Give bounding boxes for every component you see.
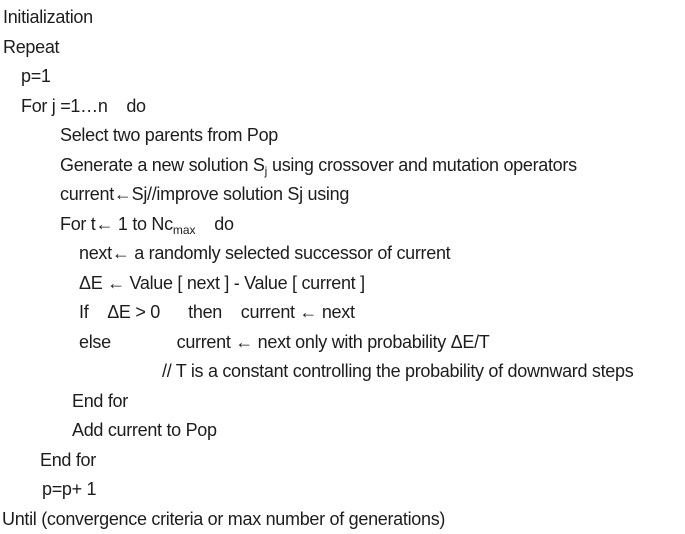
code-line: next← a randomly selected successor of c… [0, 239, 685, 269]
code-text: Initialization [3, 7, 93, 27]
code-line: For j =1…n do [0, 92, 685, 122]
code-line: p=p+ 1 [0, 475, 685, 505]
code-text: Add current to Pop [72, 420, 217, 440]
code-text: p=1 [21, 66, 51, 86]
code-line: current←Sj//improve solution Sj using [0, 180, 685, 210]
code-text: If ΔE > 0 then current ← next [79, 302, 355, 322]
subscript-text: j [264, 163, 268, 178]
code-line: Repeat [0, 33, 685, 63]
code-line: ΔE ← Value [ next ] - Value [ current ] [0, 269, 685, 299]
code-line: // T is a constant controlling the proba… [0, 357, 685, 387]
code-line: else current ← next only with probabilit… [0, 328, 685, 358]
code-text: Generate a new solution S [60, 154, 265, 175]
code-text: For t← 1 to Nc [60, 213, 173, 234]
code-line: End for [0, 446, 685, 476]
code-text: current←Sj//improve solution Sj using [60, 184, 350, 204]
code-line: Generate a new solution Sj using crossov… [0, 151, 685, 181]
code-text: End for [72, 390, 128, 411]
code-text: ΔE ← Value [ next ] - Value [ current ] [79, 272, 365, 293]
code-line: p=1 [0, 62, 685, 92]
code-line: Add current to Pop [0, 416, 685, 446]
code-line: For t← 1 to Ncmax do [0, 210, 685, 240]
code-line: Until (convergence criteria or max numbe… [0, 505, 685, 534]
subscript-text: max [172, 222, 196, 237]
code-text: else current ← next only with probabilit… [79, 331, 490, 352]
code-line: If ΔE > 0 then current ← next [0, 298, 685, 328]
code-line: Select two parents from Pop [0, 121, 685, 151]
code-text: Until (convergence criteria or max numbe… [2, 508, 446, 529]
code-text: using crossover and mutation operators [267, 154, 577, 175]
code-text: p=p+ 1 [42, 479, 97, 499]
code-text: For j =1…n do [21, 95, 146, 116]
code-line: End for [0, 387, 685, 417]
code-text: next← a randomly selected successor of c… [79, 243, 451, 263]
code-text: End for [40, 449, 96, 470]
code-line: Initialization [0, 3, 685, 33]
code-text: // T is a constant controlling the proba… [162, 361, 634, 381]
code-text: Repeat [3, 36, 60, 57]
code-text: do [195, 213, 234, 234]
code-text: Select two parents from Pop [60, 125, 279, 145]
